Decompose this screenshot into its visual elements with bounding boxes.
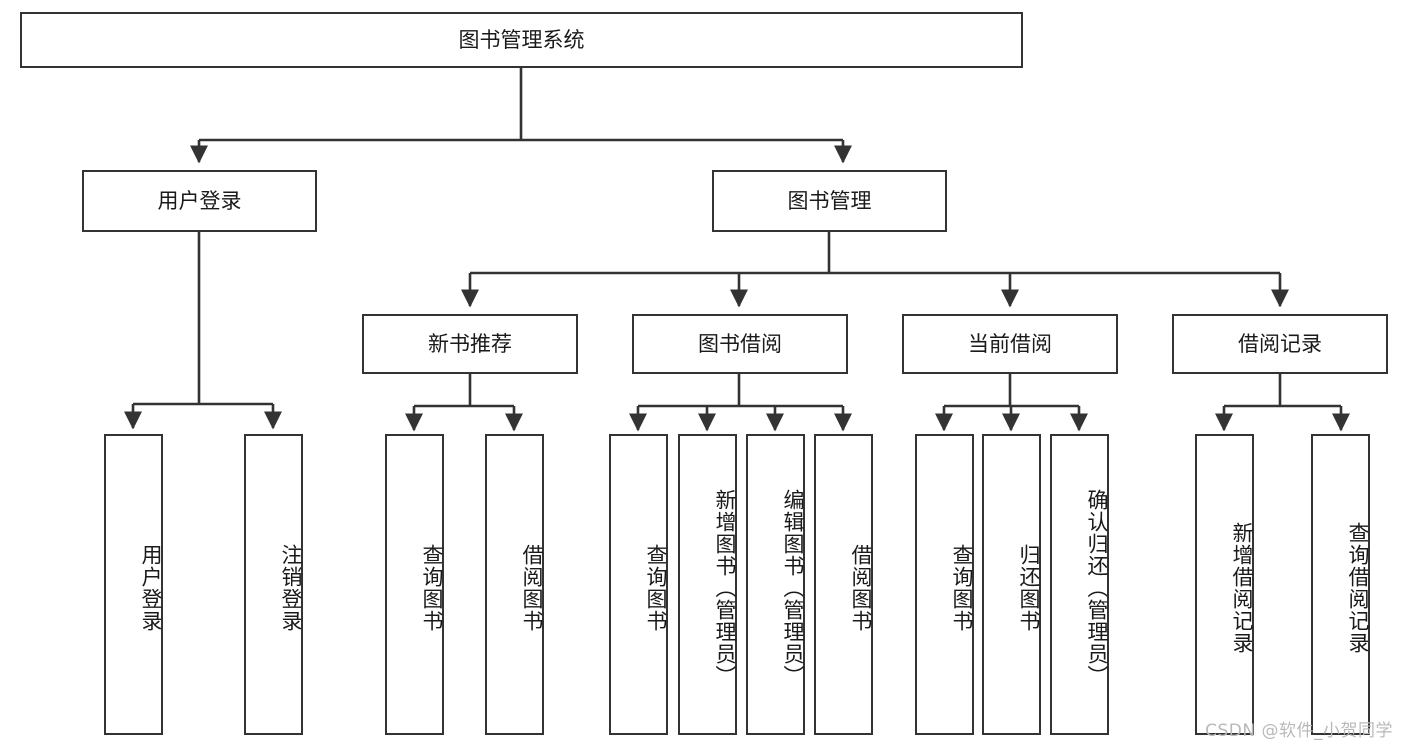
node-label: 确认归还（管理员） — [1085, 488, 1109, 687]
leaf-user-login[interactable]: 用户登录 — [104, 434, 163, 735]
node-label: 当前借阅 — [968, 331, 1052, 356]
csdn-watermark: CSDN @软件_小贺同学 — [1205, 721, 1393, 741]
node-label: 借阅记录 — [1238, 331, 1322, 356]
node-label: 查询图书 — [950, 543, 974, 632]
node-book-management[interactable]: 图书管理 — [712, 170, 947, 232]
leaf-logout-login[interactable]: 注销登录 — [244, 434, 303, 735]
node-label: 编辑图书（管理员） — [781, 488, 805, 687]
node-label: 新书推荐 — [428, 331, 512, 356]
node-label: 图书管理 — [787, 188, 872, 213]
node-user-login[interactable]: 用户登录 — [82, 170, 317, 232]
leaf-edit-book[interactable]: 编辑图书（管理员） — [746, 434, 805, 735]
node-book-borrow[interactable]: 图书借阅 — [632, 314, 848, 374]
node-label: 新增借阅记录 — [1230, 521, 1254, 654]
node-label: 新增图书（管理员） — [713, 488, 737, 687]
leaf-confirm-return[interactable]: 确认归还（管理员） — [1050, 434, 1109, 735]
leaf-query-record[interactable]: 查询借阅记录 — [1311, 434, 1370, 735]
leaf-add-record[interactable]: 新增借阅记录 — [1195, 434, 1254, 735]
node-label: 查询借阅记录 — [1346, 521, 1370, 654]
node-label: 借阅图书 — [849, 543, 873, 632]
leaf-query-book-1[interactable]: 查询图书 — [385, 434, 444, 735]
node-label: 用户登录 — [139, 543, 163, 632]
leaf-query-book-3[interactable]: 查询图书 — [915, 434, 974, 735]
node-new-book-recommend[interactable]: 新书推荐 — [362, 314, 578, 374]
node-label: 用户登录 — [157, 188, 242, 213]
node-label: 图书借阅 — [698, 331, 782, 356]
node-label: 图书管理系统 — [458, 27, 585, 52]
leaf-add-book[interactable]: 新增图书（管理员） — [678, 434, 737, 735]
node-current-borrow[interactable]: 当前借阅 — [902, 314, 1118, 374]
node-borrow-record[interactable]: 借阅记录 — [1172, 314, 1388, 374]
node-label: 查询图书 — [644, 543, 668, 632]
node-label: 注销登录 — [279, 543, 303, 632]
node-label: 借阅图书 — [520, 543, 544, 632]
leaf-borrow-book-2[interactable]: 借阅图书 — [814, 434, 873, 735]
leaf-return-book[interactable]: 归还图书 — [982, 434, 1041, 735]
node-root-system[interactable]: 图书管理系统 — [20, 12, 1023, 68]
leaf-borrow-book-1[interactable]: 借阅图书 — [485, 434, 544, 735]
node-label: 查询图书 — [420, 543, 444, 632]
leaf-query-book-2[interactable]: 查询图书 — [609, 434, 668, 735]
node-label: 归还图书 — [1017, 543, 1041, 632]
